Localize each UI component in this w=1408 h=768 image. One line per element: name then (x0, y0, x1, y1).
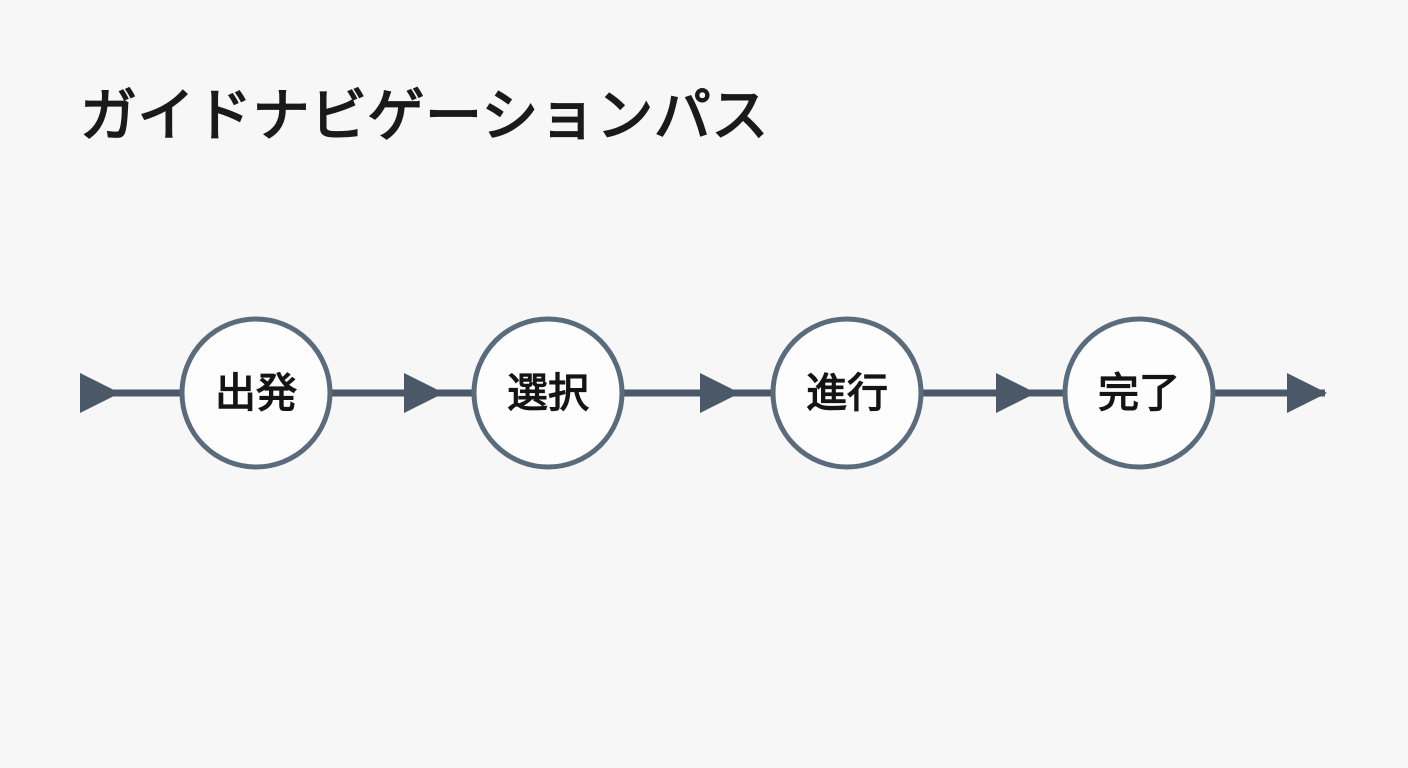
arrow-3-to-4-icon (996, 373, 1036, 413)
arrowhead-group (80, 373, 1327, 413)
arrow-2-to-3-icon (700, 373, 740, 413)
flow-node-circle (471, 316, 625, 470)
flow-node-label: 出発 (215, 369, 298, 417)
page-title: ガイドナビゲーションパス (80, 83, 769, 149)
node-group: 出発 選択 進行 完了 (179, 316, 1216, 470)
arrow-start-icon (80, 373, 120, 413)
arrow-end-icon (1287, 373, 1327, 413)
flow-node-circle (1062, 316, 1216, 470)
flow-node-3[interactable]: 進行 (770, 316, 924, 470)
flow-node-1[interactable]: 出発 (179, 316, 333, 470)
flow-node-label: 選択 (507, 369, 590, 417)
flow-node-label: 完了 (1098, 369, 1180, 417)
flow-node-circle (179, 316, 333, 470)
flow-node-4[interactable]: 完了 (1062, 316, 1216, 470)
arrow-1-to-2-icon (404, 373, 444, 413)
flow-node-circle (770, 316, 924, 470)
flow-node-2[interactable]: 選択 (471, 316, 625, 470)
flow-node-label: 進行 (806, 369, 888, 417)
